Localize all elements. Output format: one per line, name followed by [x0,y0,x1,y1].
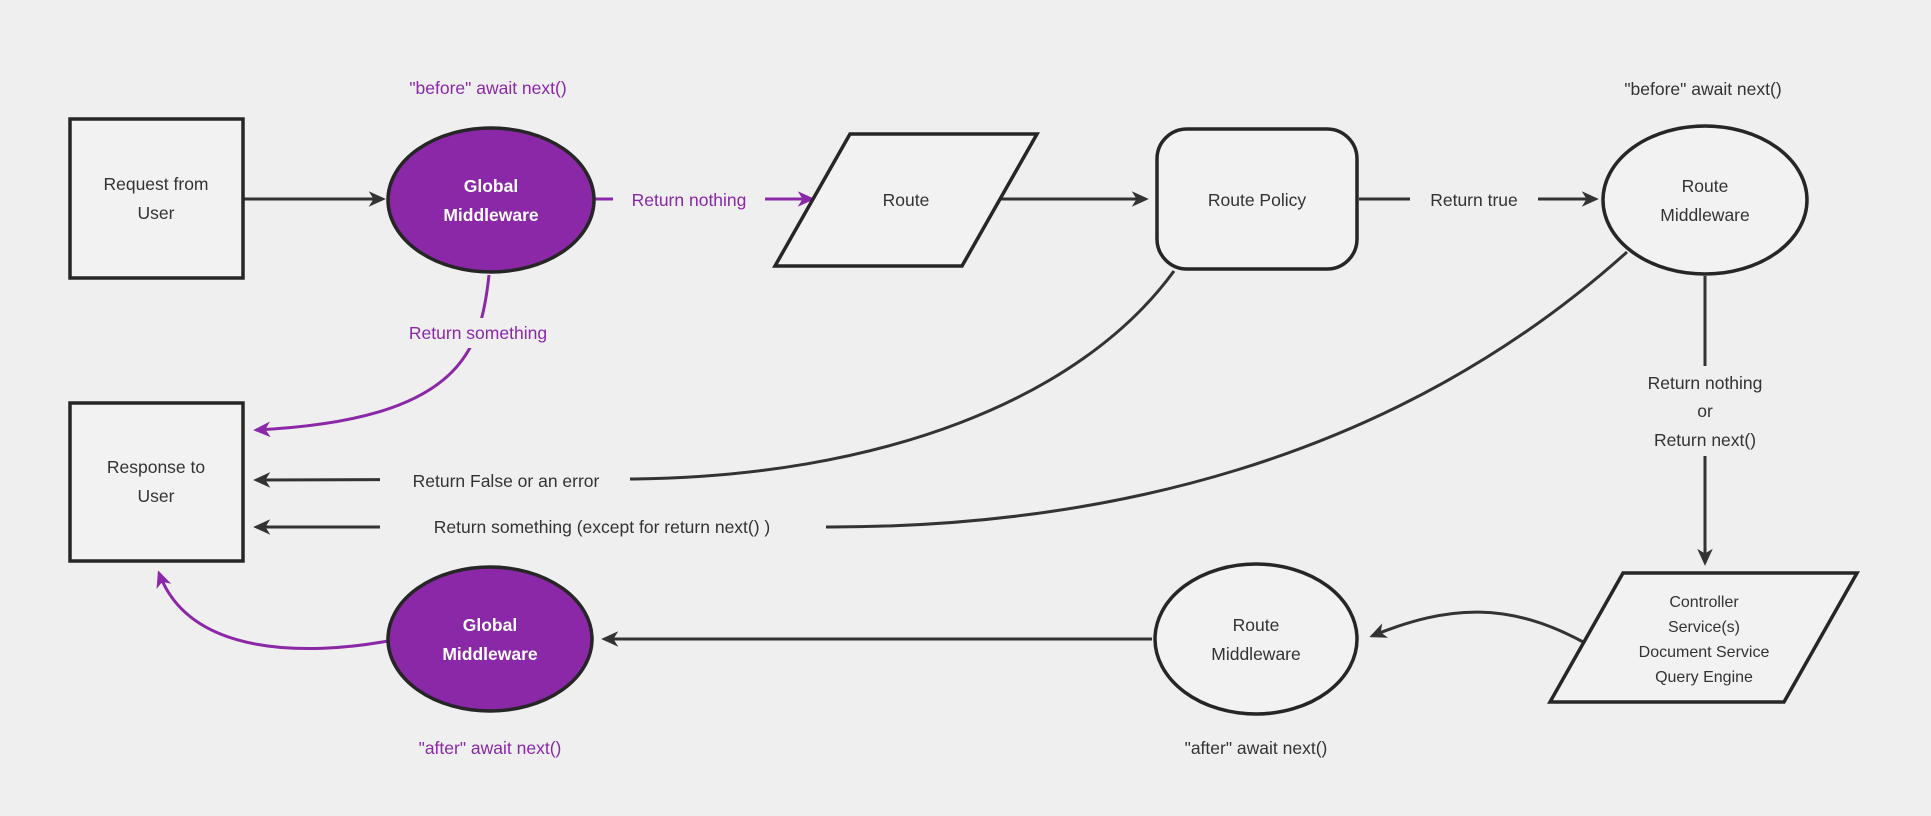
node-global-middleware-top: Global Middleware [386,126,596,274]
edge-global-middleware-top-to-response [253,274,491,438]
response-shape [68,401,245,563]
node-request: Request from User [68,117,245,280]
global-middleware-top-label: Global [464,176,518,196]
controller-shape [1546,571,1861,704]
node-response: Response to User [68,401,245,563]
label-return-nothing-or: or [1697,401,1713,421]
label-return-something: Return something [409,323,547,343]
node-route-policy: Route Policy [1155,127,1359,271]
route-middleware-bottom-label: Middleware [1211,644,1300,664]
route-middleware-top-label: Route [1682,176,1729,196]
label-before-await-right: "before" await next() [1624,79,1781,99]
request-shape [68,117,245,280]
global-middleware-bottom-label: Global [463,615,517,635]
label-return-nothing: Return nothing [632,190,747,210]
global-middleware-top-label: Middleware [443,205,539,225]
label-bg-return-true [1410,184,1538,214]
label-return-something-except: Return something (except for return next… [434,517,771,537]
edge-route-policy-to-response [253,270,1176,488]
response-label: Response to [107,457,205,477]
node-route-middleware-bottom: Route Middleware [1153,562,1359,716]
node-route: Route [771,132,1041,268]
controller-label: Document Service [1639,644,1770,661]
route-label: Route [883,190,930,210]
label-bg-return-false [380,465,630,495]
edge-labels: "before" await next() Return nothing Ret… [409,78,1782,758]
node-controller: Controller Service(s) Document Service Q… [1546,571,1861,704]
label-before-await-top: "before" await next() [409,78,566,98]
label-bg-return-something-except [380,512,826,542]
request-label: Request from [103,174,208,194]
label-after-await-right: "after" await next() [1185,738,1328,758]
edge-label-backgrounds [380,184,1790,542]
controller-label: Service(s) [1668,619,1740,636]
label-return-nothing-or: Return nothing [1648,373,1763,393]
node-route-middleware-top: Route Middleware [1601,124,1809,276]
controller-label: Controller [1669,594,1739,611]
label-return-nothing-or: Return next() [1654,430,1756,450]
label-after-await-left: "after" await next() [419,738,562,758]
controller-label: Query Engine [1655,669,1753,686]
edge-route-middleware-top-to-response [253,250,1629,535]
route-policy-label: Route Policy [1208,190,1306,210]
label-bg-return-nothing [613,184,765,214]
node-global-middleware-bottom: Global Middleware [386,565,594,713]
label-return-false-error: Return False or an error [413,471,600,491]
label-bg-return-nothing-or [1620,366,1790,456]
label-return-true: Return true [1430,190,1518,210]
edge-global-middleware-bottom-to-response [156,570,389,650]
route-middleware-bottom-shape [1153,562,1359,716]
route-middleware-bottom-label: Route [1233,615,1280,635]
global-middleware-bottom-shape [386,565,594,713]
route-middleware-top-label: Middleware [1660,205,1749,225]
global-middleware-top-shape [386,126,596,274]
global-middleware-bottom-label: Middleware [442,644,538,664]
route-middleware-top-shape [1601,124,1809,276]
edge-controller-to-route-middleware-bottom [1369,610,1586,645]
label-bg-return-something [381,318,575,348]
request-label: User [138,203,175,223]
response-label: User [138,486,175,506]
route-policy-shape [1155,127,1359,271]
route-shape [771,132,1041,268]
